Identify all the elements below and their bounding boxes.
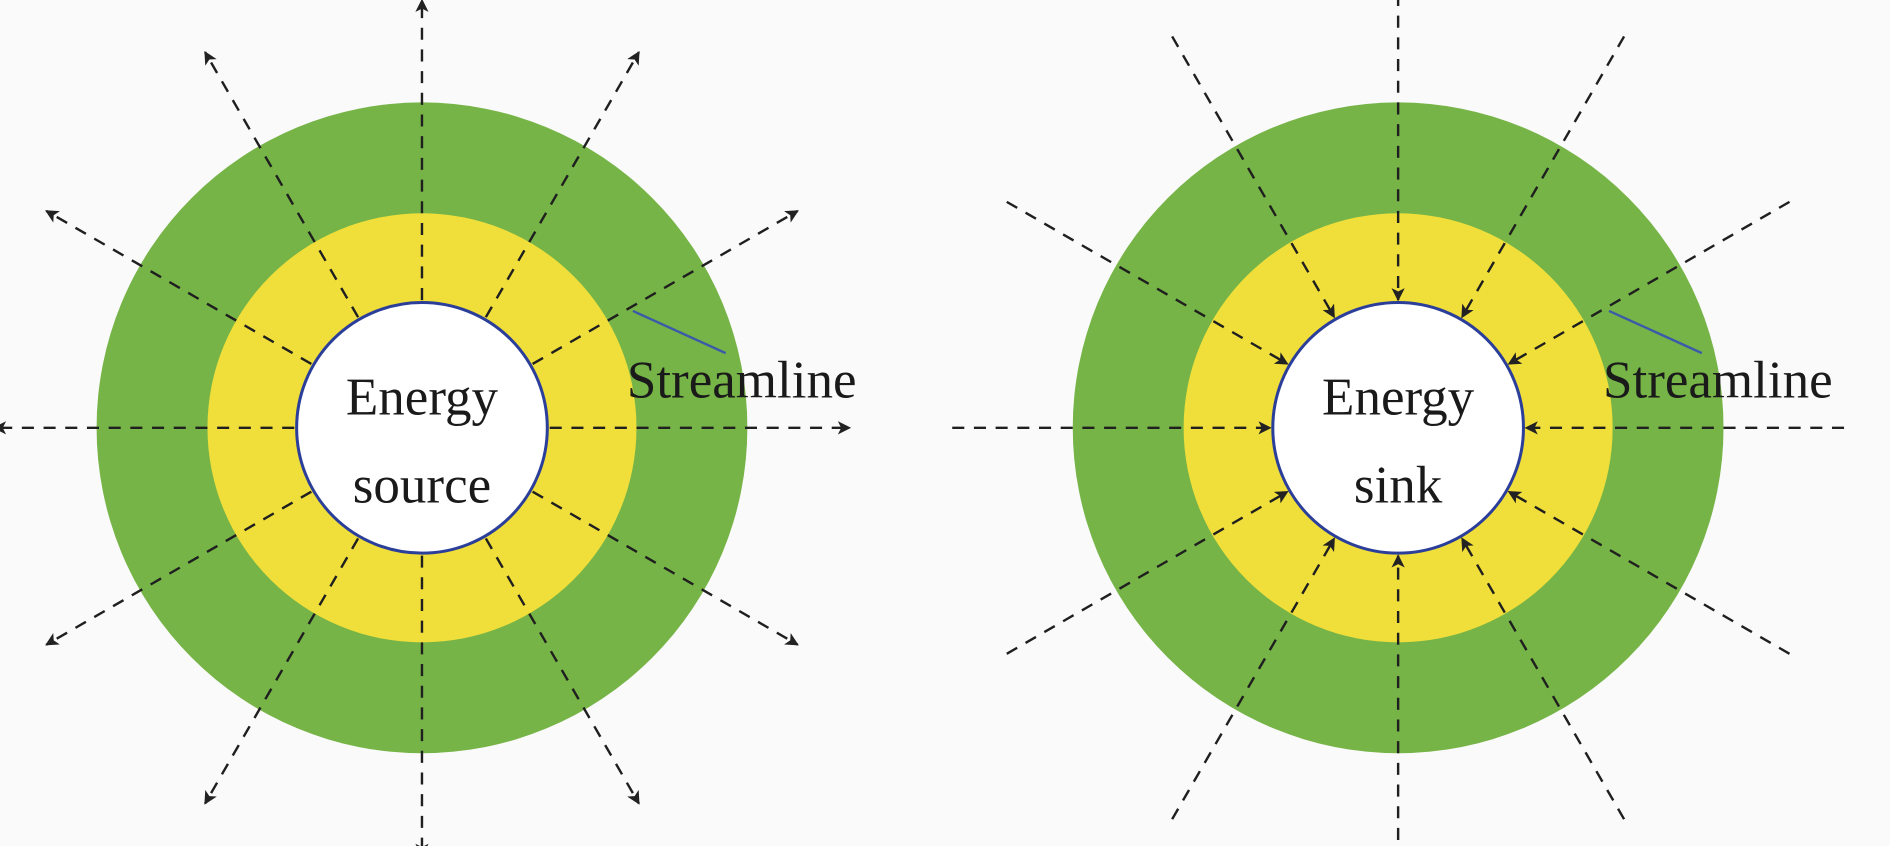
streamline-arrow <box>1507 200 1791 365</box>
streamline-arrow <box>204 537 360 805</box>
streamline-arrow <box>45 490 312 646</box>
core-label-line1: Energy <box>1322 369 1475 427</box>
energy-sink-diagram: Streamline Energy sink <box>952 0 1845 846</box>
streamline-arrow <box>1460 537 1626 820</box>
streamline-arrow <box>1507 490 1791 655</box>
energy-core <box>1271 300 1525 555</box>
streamline-arrow <box>484 537 640 805</box>
streamline-arrow <box>1006 200 1289 365</box>
streamline-arrow <box>1006 490 1289 655</box>
streamline-arrow <box>204 50 360 318</box>
streamline-arrow <box>532 490 799 646</box>
streamline-leader <box>1608 309 1703 355</box>
streamline-arrow <box>45 209 312 365</box>
core-label-line1: Energy <box>346 369 499 427</box>
streamline-arrow <box>1460 35 1626 319</box>
streamline-arrow <box>532 209 799 365</box>
streamline-label: Streamline <box>627 352 857 410</box>
core-label-line2: sink <box>1354 457 1443 515</box>
streamline-leader <box>632 309 727 355</box>
streamline-arrow <box>484 50 640 318</box>
energy-source-diagram: Streamline Energy source <box>0 0 857 846</box>
streamline-label: Streamline <box>1603 352 1833 410</box>
energy-core <box>295 300 549 555</box>
core-label-line2: source <box>353 457 491 515</box>
streamline-arrow <box>1171 537 1336 820</box>
streamline-arrow <box>1171 35 1336 319</box>
